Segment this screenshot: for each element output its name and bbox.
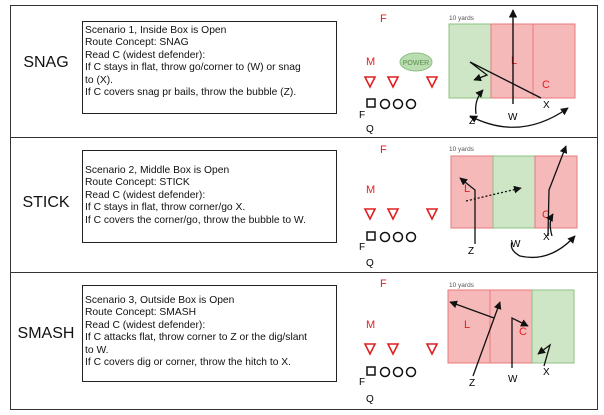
yards-label: 10 yards [449,146,475,153]
offense-player [392,231,404,243]
desc-line: Scenario 3, Outside Box is Open [85,295,235,306]
desc-line: Route Concept: SMASH [85,307,197,319]
desc-line: Read C (widest defender): [85,189,206,201]
label-fb: F [359,110,365,121]
zone-box [532,23,576,99]
label-z: Z [468,246,474,257]
zone-box-open [492,155,536,229]
label-m: M [366,56,375,68]
label-w: W [508,374,518,385]
offense-player [379,366,391,378]
desc-line: Scenario 2, Middle Box is Open [85,165,230,176]
defender-triangle [363,343,377,356]
defender-triangle [386,76,400,89]
route-corner [472,301,502,377]
scenario-row-snag: SNAG Scenario 1, Inside Box is Open Rout… [10,5,598,138]
defender-triangle [425,208,439,221]
label-z: Z [469,378,475,389]
scenario-description: Scenario 2, Middle Box is Open Route Con… [82,150,337,243]
desc-line: If C covers snag pr bails, throw the bub… [85,87,297,99]
label-fb: F [359,242,365,253]
desc-line: Scenario 1, Inside Box is Open [85,25,227,36]
field-diagram-stick: F M F Q 10 yards L C Z W X [359,144,578,269]
desc-line: If C attacks flat, throw corner to Z or … [85,332,308,344]
concept-name: STICK [22,194,70,211]
label-f: F [380,144,387,156]
scenario-row-smash: SMASH Scenario 3, Outside Box is Open Ro… [10,273,598,410]
defender-triangle [425,76,439,89]
power-bubble [399,52,433,72]
desc-line: If C stays in flat, throw go/corner to (… [85,62,301,74]
concept-name: SNAG [23,54,69,71]
defender-triangle [425,343,439,356]
label-q: Q [366,394,374,405]
zone-box-open [448,23,492,99]
yards-label: 10 yards [449,15,475,22]
desc-line: Read C (widest defender): [85,49,206,61]
label-power: POWER [403,60,429,67]
label-z: Z [469,116,475,127]
center-square [366,231,376,241]
desc-line: If C stays in flat, throw corner/go X. [85,202,246,214]
field-diagram-snag: F M POWER F Q 10 yards L C Z W X [359,9,576,135]
route-z [459,177,476,244]
offense-player [379,98,391,110]
label-l: L [464,319,470,331]
defender-triangle [386,343,400,356]
desc-line: Route Concept: STICK [85,177,190,189]
desc-line: to W. [85,344,109,356]
zone-box-open [531,289,575,364]
desc-line: If C covers the corner/go, throw the bub… [85,214,306,226]
offense-player [392,98,404,110]
scenario-description: Scenario 3, Outside Box is Open Route Co… [82,285,337,382]
offense-player [392,366,404,378]
label-c: C [519,326,527,338]
center-square [366,98,376,108]
route-slant [511,316,529,368]
route-stick [545,213,554,237]
offense-player [405,231,417,243]
zone-box [534,155,578,229]
route-bubble [510,235,576,259]
label-x: X [543,232,550,243]
route-dig [449,300,495,319]
label-c: C [542,79,550,91]
label-x: X [543,367,550,378]
label-x: X [543,100,550,111]
desc-line: to (X). [85,74,114,86]
desc-line: Route Concept: SNAG [85,37,189,49]
offense-player [405,366,417,378]
label-f: F [380,278,387,290]
yards-label: 10 yards [449,282,475,289]
label-w: W [508,112,518,123]
offense-player [405,98,417,110]
desc-line: If C covers dig or corner, throw the hit… [85,357,292,369]
defender-triangle [386,208,400,221]
route-snag [469,61,542,99]
label-m: M [366,184,375,196]
defender-triangle [363,76,377,89]
route-bubble [469,107,569,128]
label-f: F [380,13,387,25]
center-square [366,366,376,376]
label-q: Q [366,258,374,269]
label-fb: F [359,377,365,388]
zone-box [450,155,494,229]
label-q: Q [366,124,374,135]
label-l: L [464,183,470,195]
label-m: M [366,319,375,331]
scenario-row-stick: STICK Scenario 2, Middle Box is Open Rou… [10,138,598,273]
label-l: L [511,55,517,67]
offense-player [379,231,391,243]
route-hitch [537,343,552,367]
desc-line: Read C (widest defender): [85,319,206,331]
defender-triangle [363,208,377,221]
concept-name: SMASH [17,325,75,342]
field-diagram-smash: F M F Q 10 yards L C Z W X [359,278,575,405]
label-w: W [511,239,521,250]
scenario-description: Scenario 1, Inside Box is Open Route Con… [82,21,337,114]
